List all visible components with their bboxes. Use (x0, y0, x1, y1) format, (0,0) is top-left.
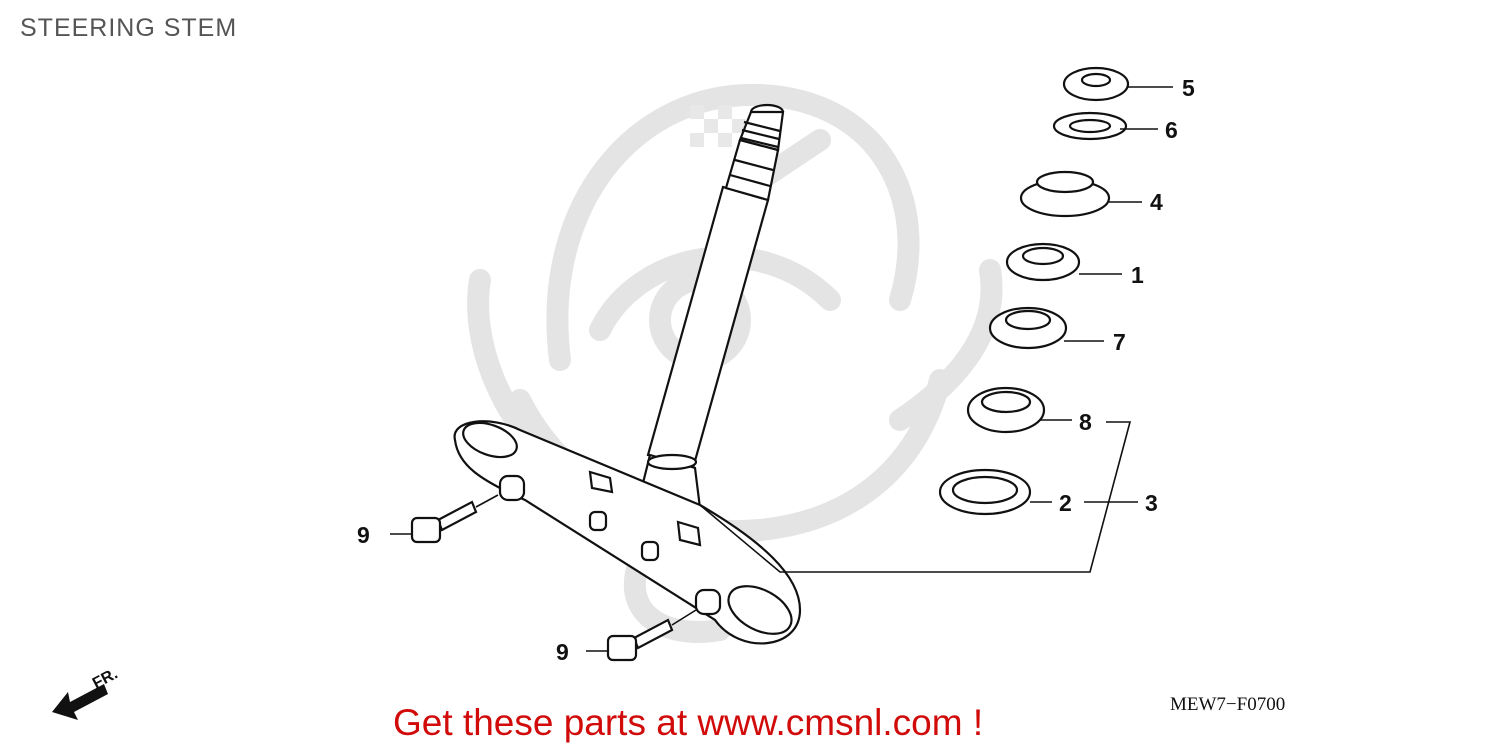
part-6-lock-washer (1052, 111, 1128, 141)
callout-8: 8 (1079, 409, 1092, 435)
drawing-code: MEW7−F0700 (1170, 694, 1286, 715)
callout-4: 4 (1150, 189, 1163, 215)
bolt-upper (410, 500, 478, 544)
steering-stem-shaft (638, 103, 785, 510)
callout-6: 6 (1165, 117, 1178, 143)
part-2-dust-seal (938, 468, 1032, 516)
part-8-bearing (966, 386, 1046, 434)
front-direction-arrow: FR. (52, 665, 121, 720)
callout-1: 1 (1131, 262, 1144, 288)
bottom-bridge (453, 420, 802, 645)
callout-2: 2 (1059, 490, 1072, 516)
fr-label: FR. (90, 665, 121, 692)
part-1-dust-seal (1005, 242, 1081, 282)
watermark-flag (690, 105, 746, 147)
page-title: STEERING STEM (20, 14, 238, 42)
part-7-bearing (988, 306, 1068, 350)
leader-lines (390, 86, 1173, 652)
callout-7: 7 (1113, 329, 1126, 355)
callout-3: 3 (1145, 490, 1158, 516)
bolt-lower (606, 618, 674, 662)
promo-link[interactable]: Get these parts at www.cmsnl.com ! (393, 702, 984, 743)
part-5-locknut (1062, 66, 1130, 102)
callout-5: 5 (1182, 75, 1195, 101)
part-4-adjusting-nut (1019, 170, 1111, 218)
callout-9-lower: 9 (556, 639, 569, 665)
callout-9-upper: 9 (357, 522, 370, 548)
